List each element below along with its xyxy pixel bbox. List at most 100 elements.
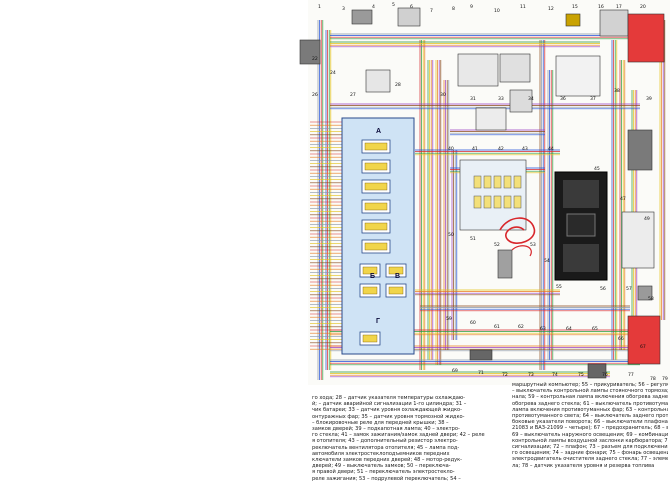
marker-number: 31 — [470, 96, 476, 102]
caption-line: го освещения; 74 – задние фонари; 75 – ф… — [512, 450, 668, 457]
fuse-slot-insert — [364, 182, 388, 191]
marker-number: 39 — [646, 96, 652, 102]
marker-number: 55 — [556, 284, 562, 290]
fuse-slot-insert — [364, 202, 388, 211]
component — [637, 285, 653, 301]
cluster-display-bottom — [563, 244, 599, 272]
caption-line: чик батареи; 33 – датчик уровня охлаждаю… — [312, 407, 462, 414]
caption-line: замков дверей; 39 – подкапотная лампа; 4… — [312, 426, 460, 433]
component — [397, 7, 421, 27]
fuse — [493, 195, 502, 209]
caption-line: сигнализации; 72 – плафон; 73 – разъем д… — [512, 444, 668, 451]
marker-number: 49 — [644, 216, 650, 222]
marker-number: 79 — [662, 376, 668, 382]
marker-number: 17 — [616, 4, 622, 10]
marker-number: 24 — [330, 70, 336, 76]
caption-line: я отопителя; 43 – дополнительный резисто… — [312, 438, 458, 445]
component — [365, 69, 391, 93]
marker-number: 72 — [502, 372, 508, 378]
marker-number: 57 — [626, 286, 632, 292]
marker-number: 38 — [614, 88, 620, 94]
wire-layer — [310, 20, 666, 380]
marker-number: 7 — [430, 8, 433, 14]
marker-number: 58 — [648, 296, 654, 302]
caption-line: автомобиля электростеклоподъемников пере… — [312, 450, 450, 457]
component — [351, 9, 373, 25]
marker-number: 41 — [472, 146, 478, 152]
caption-line: 69 – выключатель наружного освещения; 69… — [512, 431, 668, 438]
marker-number: 11 — [520, 4, 526, 10]
component — [459, 159, 527, 231]
fuse — [513, 175, 522, 189]
caption-left: го хода; 28 – датчик указателя температу… — [312, 395, 512, 482]
caption-line: нала; 59 – контрольная лампа включения о… — [512, 394, 668, 401]
marker-number: 69 — [452, 368, 458, 374]
marker-number: 10 — [494, 8, 500, 14]
marker-number: 3 — [342, 6, 345, 12]
fuse — [503, 175, 512, 189]
marker-number: 26 — [312, 92, 318, 98]
marker-number: 78 — [650, 376, 656, 382]
marker-number: 54 — [544, 258, 550, 264]
fuse-slot-insert — [362, 266, 378, 275]
marker-number: 16 — [598, 4, 604, 10]
component — [627, 13, 665, 63]
fuse-slot-insert — [364, 222, 388, 231]
component — [565, 13, 581, 27]
component — [627, 315, 661, 365]
caption-line: реле зажигания; 53 – подрулевой переключ… — [312, 475, 461, 482]
fuse-slot-insert — [364, 162, 388, 171]
component — [469, 349, 493, 361]
caption-line: я правой двери; 51 – переключатель элект… — [312, 469, 455, 476]
component — [509, 89, 533, 113]
caption-line: 21083 и ВАЗ-21099 – четыре); 67 – предох… — [512, 425, 668, 432]
marker-number: 51 — [470, 236, 476, 242]
component — [621, 211, 655, 269]
marker-number: 73 — [528, 372, 534, 378]
caption-line: противотуманного света; 64 – выключатель… — [512, 413, 668, 420]
caption-line: электродвигатель очистителя заднего стек… — [512, 456, 668, 463]
caption-line: онтуражных фар; 35 – датчик уровня тормо… — [312, 413, 465, 420]
caption-line: дверей; 49 – выключатель замков; 50 – пе… — [312, 463, 451, 470]
fuse-slot-insert — [388, 266, 404, 275]
instrument-cluster — [554, 171, 608, 281]
fuse — [503, 195, 512, 209]
component — [475, 107, 507, 131]
caption-line: – блокировочные реле для передней крышки… — [312, 419, 449, 426]
marker-number: 5 — [392, 2, 395, 8]
marker-number: 12 — [548, 6, 554, 12]
component — [555, 55, 601, 97]
marker-number: 45 — [594, 166, 600, 172]
fuse-slot-insert — [364, 242, 388, 251]
marker-number: 66 — [618, 336, 624, 342]
component — [587, 363, 607, 379]
marker-number: 67 — [640, 344, 646, 350]
caption-line: й; – датчик аварийной сигнализации 1-го … — [312, 401, 467, 408]
fuse — [473, 175, 482, 189]
marker-number: 71 — [478, 370, 484, 376]
marker-number: 43 — [522, 146, 528, 152]
fuse-slot-insert — [388, 286, 404, 295]
caption-line: боковые указатели поворота; 66 – выключа… — [512, 419, 668, 426]
marker-number: 60 — [470, 320, 476, 326]
marker-number: 75 — [578, 372, 584, 378]
marker-number: 1 — [318, 4, 321, 10]
marker-number: 56 — [600, 286, 606, 292]
fuse-slot-insert — [364, 142, 388, 151]
fuse — [483, 195, 492, 209]
marker-number: 65 — [592, 326, 598, 332]
fuse-slot-insert — [362, 334, 378, 343]
mounting-block: А Б В Г — [341, 117, 415, 355]
marker-number: 52 — [494, 242, 500, 248]
caption-line: го хода; 28 – датчик указателя температу… — [312, 395, 465, 401]
marker-number: 42 — [498, 146, 504, 152]
cluster-display-top — [563, 180, 599, 208]
marker-number: 62 — [518, 324, 524, 330]
marker-number: 40 — [448, 146, 454, 152]
marker-number: 15 — [572, 4, 578, 10]
block-label-a: А — [376, 128, 381, 135]
marker-number: 61 — [494, 324, 500, 330]
marker-number: 36 — [560, 96, 566, 102]
